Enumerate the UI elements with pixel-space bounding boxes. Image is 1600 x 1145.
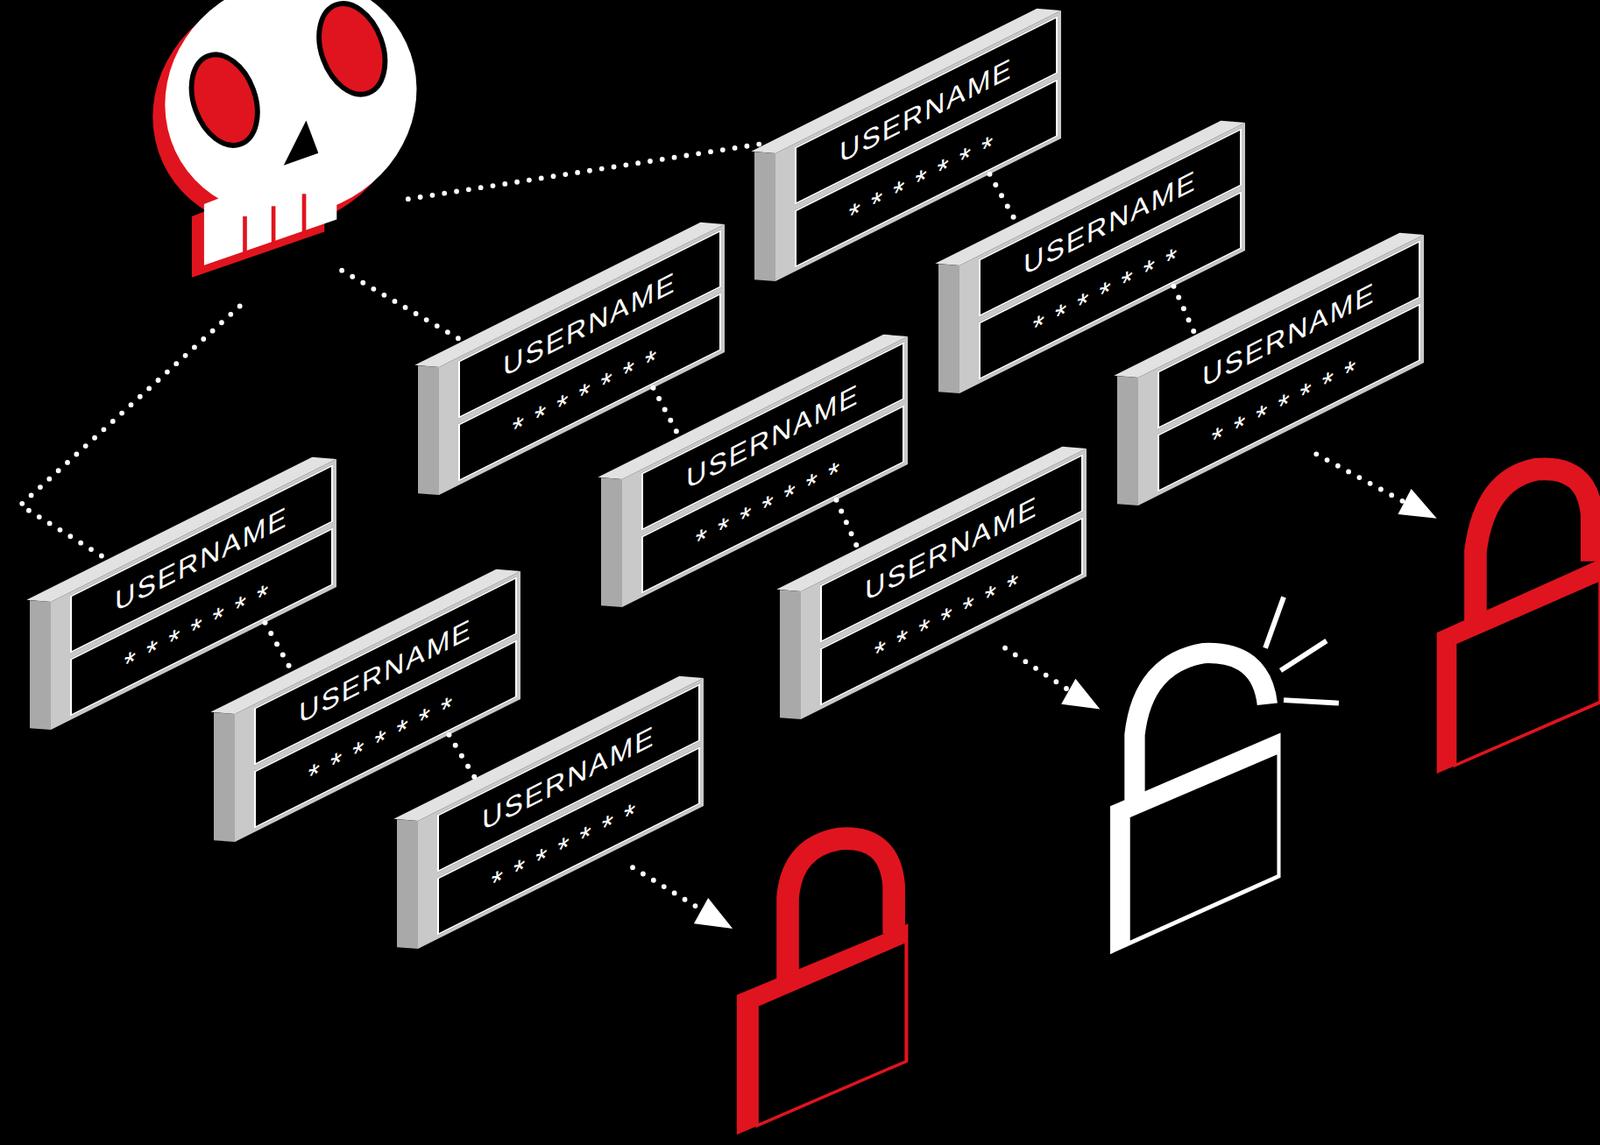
block-side-face (938, 263, 960, 394)
dotted-connector (653, 388, 680, 438)
locked-padlock (736, 838, 909, 1135)
block-side-face (601, 477, 623, 608)
block-side-face (754, 151, 776, 282)
locked-padlock (1437, 468, 1600, 774)
skull-icon (113, 0, 456, 278)
block-side-face (213, 712, 235, 843)
dotted-connector (265, 623, 293, 673)
block-side-face (1117, 375, 1139, 506)
dotted-connector (449, 735, 476, 779)
dotted-connector (836, 500, 859, 550)
dotted-connector (1174, 286, 1197, 336)
dotted-connector (990, 174, 1018, 224)
block-side-face (779, 589, 801, 720)
unlocked-padlock (1110, 596, 1339, 955)
block-side-face (396, 819, 418, 949)
block-side-face (417, 365, 439, 496)
block-side-face (29, 600, 51, 730)
